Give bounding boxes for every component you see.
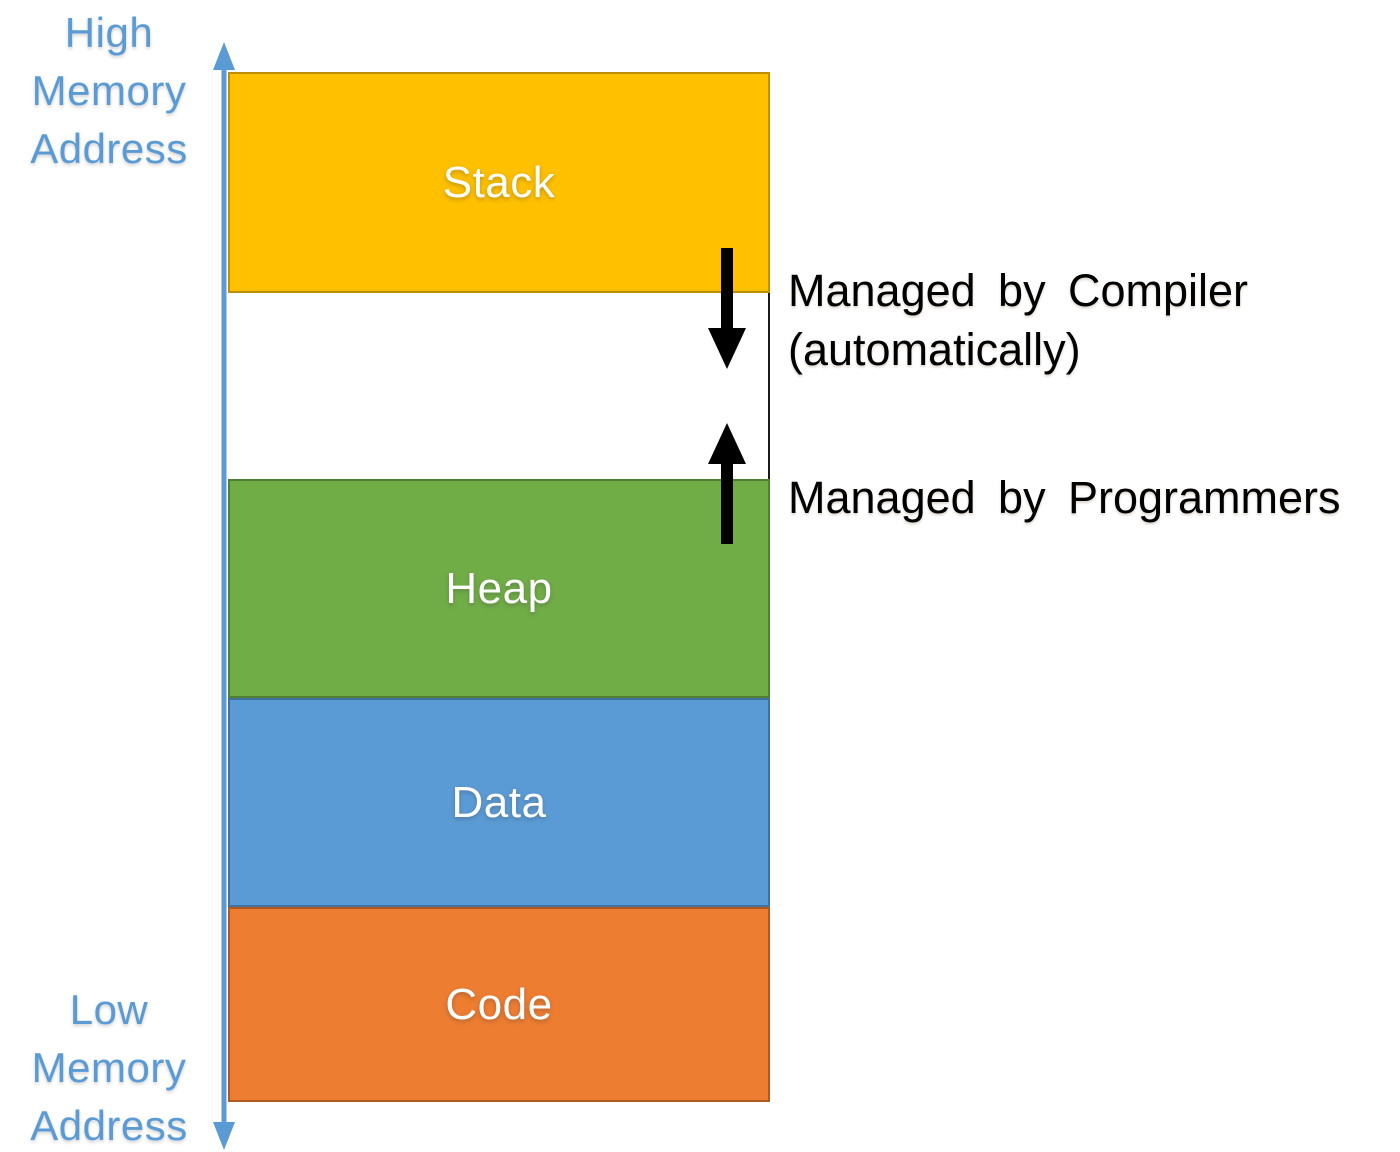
heap-growth-up-arrow-icon bbox=[708, 423, 746, 544]
stack-growth-down-arrow-icon bbox=[708, 248, 746, 369]
block-data-label: Data bbox=[451, 777, 547, 827]
block-stack: Stack bbox=[228, 72, 770, 293]
low-memory-address-label: Low Memory Address bbox=[0, 981, 218, 1152]
up-arrowhead bbox=[708, 423, 746, 464]
down-arrowhead bbox=[708, 328, 746, 369]
high-label-line: High bbox=[64, 9, 154, 56]
compiler-annotation-line1: Managed by Compiler bbox=[788, 265, 1249, 316]
managed-by-compiler-annotation: Managed by Compiler (automatically) bbox=[788, 261, 1248, 379]
compiler-annotation-line2: (automatically) bbox=[788, 324, 1081, 375]
high-memory-address-label: High Memory Address bbox=[0, 4, 218, 178]
low-label-line: Address bbox=[30, 1102, 188, 1149]
block-heap-label: Heap bbox=[445, 563, 553, 613]
block-code-label: Code bbox=[445, 979, 553, 1029]
low-label-line: Low bbox=[69, 986, 149, 1033]
high-label-line: Address bbox=[30, 125, 188, 172]
managed-by-programmers-annotation: Managed by Programmers bbox=[788, 468, 1341, 527]
low-label-line: Memory bbox=[31, 1044, 187, 1091]
memory-axis-arrow-icon bbox=[213, 42, 235, 1150]
block-code: Code bbox=[228, 907, 770, 1102]
block-data: Data bbox=[228, 698, 770, 907]
axis-arrowhead-down bbox=[213, 1122, 235, 1150]
down-arrow-shaft bbox=[721, 248, 733, 332]
up-arrow-shaft bbox=[721, 462, 733, 544]
axis-arrowhead-up bbox=[213, 42, 235, 70]
free-space-gap bbox=[228, 293, 770, 479]
block-stack-label: Stack bbox=[442, 157, 556, 207]
programmers-annotation-line1: Managed by Programmers bbox=[788, 472, 1341, 523]
high-label-line: Memory bbox=[31, 67, 187, 114]
block-heap: Heap bbox=[228, 479, 770, 698]
axis-shaft bbox=[221, 64, 227, 1128]
